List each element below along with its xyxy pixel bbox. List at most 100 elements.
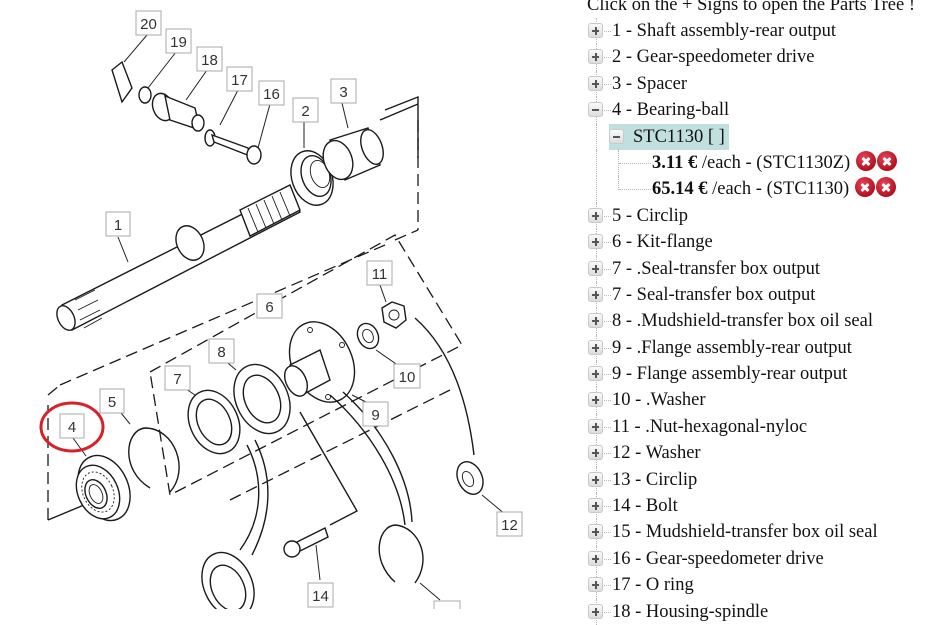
callout-1[interactable]: 1 [105, 211, 131, 237]
callout-4[interactable]: 4 [59, 413, 85, 439]
collapse-icon[interactable] [609, 128, 624, 144]
tree-item[interactable]: 3 - Spacer [587, 70, 943, 98]
tree-item-label[interactable]: 6 - Kit-flange [612, 232, 713, 253]
tree-subitem[interactable]: STC1130 [ ] [587, 123, 943, 150]
tree-item-label[interactable]: 10 - .Washer [612, 390, 706, 411]
tree-item-label[interactable]: 15 - Mudshield-transfer box oil seal [612, 522, 878, 543]
expand-icon[interactable] [588, 260, 603, 276]
tree-connector [597, 479, 611, 481]
tree-item[interactable]: 2 - Gear-speedometer drive [587, 44, 943, 71]
callout-10[interactable]: 10 [393, 363, 421, 389]
callout-17[interactable]: 17 [226, 66, 253, 92]
tree-item[interactable]: 6 - Kit-flange [587, 229, 943, 256]
outline-corner [47, 384, 61, 396]
tree-item-label[interactable]: 2 - Gear-speedometer drive [612, 47, 815, 68]
tree-item[interactable]: 9 - Flange assembly-rear output [587, 361, 943, 388]
part-seal-7 [187, 389, 241, 455]
tree-item[interactable]: 4 - Bearing-ball [587, 97, 943, 124]
tree-item[interactable]: 7 - .Seal-transfer box output [587, 255, 943, 282]
expand-icon[interactable] [588, 23, 603, 38]
callout-7[interactable]: 7 [164, 365, 191, 391]
tree-connector [618, 176, 619, 191]
tree-item-label[interactable]: 9 - .Flange assembly-rear output [612, 337, 852, 358]
tree-item-label[interactable]: 7 - .Seal-transfer box output [612, 258, 821, 279]
expand-icon[interactable] [588, 524, 603, 540]
callout-11[interactable]: 11 [366, 260, 393, 286]
tree-item[interactable]: 1 - Shaft assembly-rear output [587, 18, 943, 45]
expand-icon[interactable] [588, 471, 603, 487]
expand-icon[interactable] [588, 550, 603, 566]
part-number-label[interactable]: STC1130 [ ] [633, 126, 725, 147]
tree-item[interactable]: 17 - O ring [587, 572, 943, 599]
tree-item-label[interactable]: 9 - Flange assembly-rear output [612, 364, 848, 385]
tree-item-label[interactable]: 7 - Seal-transfer box output [612, 284, 816, 305]
callout-12[interactable]: 12 [496, 511, 523, 537]
callout-6[interactable]: 6 [256, 293, 283, 319]
tree-item-label[interactable]: 5 - Circlip [612, 205, 689, 226]
callout-8[interactable]: 8 [208, 338, 235, 364]
tree-item[interactable]: 15 - Mudshield-transfer box oil seal [587, 519, 943, 546]
remove-icon[interactable] [854, 177, 875, 198]
tree-item[interactable]: 10 - .Washer [587, 387, 943, 414]
remove-icon[interactable] [876, 150, 897, 171]
expand-icon[interactable] [588, 392, 603, 408]
tree-item-label[interactable]: 1 - Shaft assembly-rear output [612, 21, 836, 41]
tree-item[interactable]: 9 - .Flange assembly-rear output [587, 334, 943, 362]
callout-16[interactable]: 16 [258, 80, 285, 106]
tree-item-label[interactable]: 13 - Circlip [612, 469, 698, 490]
tree-item-label[interactable]: 16 - Gear-speedometer drive [612, 548, 824, 569]
tree-connector [597, 400, 611, 402]
expand-icon[interactable] [588, 577, 603, 593]
path-arc-4 [239, 444, 260, 551]
tree-item[interactable]: 7 - Seal-transfer box output [587, 281, 943, 309]
callout-3[interactable]: 3 [330, 78, 357, 104]
expand-icon[interactable] [588, 339, 603, 355]
tree-item[interactable]: 16 - Gear-speedometer drive [587, 545, 943, 573]
tree-item-label[interactable]: 8 - .Mudshield-transfer box oil seal [612, 311, 873, 332]
callout-9[interactable]: 9 [362, 401, 389, 427]
part-speedo-assembly [111, 60, 262, 165]
tree-item[interactable]: 11 - .Nut-hexagonal-nyloc [587, 413, 943, 441]
callout-19[interactable]: 19 [165, 28, 192, 54]
expand-icon[interactable] [588, 75, 603, 91]
expand-icon[interactable] [588, 498, 603, 514]
expand-icon[interactable] [588, 286, 603, 302]
tree-item-label[interactable]: 11 - .Nut-hexagonal-nyloc [612, 416, 808, 437]
part-bolt-14 [283, 527, 329, 558]
tree-item-label[interactable]: 4 - Bearing-ball [612, 100, 730, 121]
svg-text:5: 5 [108, 394, 116, 411]
leader-lines [72, 34, 507, 601]
collapse-icon[interactable] [588, 102, 603, 118]
tree-item[interactable]: 13 - Circlip [587, 466, 943, 494]
tree-item-label[interactable]: 18 - Housing-spindle [612, 601, 769, 622]
expand-icon[interactable] [588, 313, 603, 329]
tree-item[interactable]: 5 - Circlip [587, 202, 943, 230]
tree-item-label[interactable]: 14 - Bolt [612, 496, 678, 517]
expand-icon[interactable] [588, 49, 603, 65]
callout-14[interactable]: 14 [307, 582, 334, 608]
parts-tree: Click on the + Signs to open the Parts T… [587, 0, 943, 625]
expand-icon[interactable] [588, 445, 603, 461]
callout-2[interactable]: 2 [292, 97, 319, 123]
expand-icon[interactable] [588, 366, 603, 382]
expand-icon[interactable] [588, 207, 603, 223]
part-code: (STC1130) [766, 179, 850, 200]
callout-18[interactable]: 18 [196, 46, 223, 72]
remove-icon[interactable] [875, 177, 896, 198]
remove-icon[interactable] [855, 150, 876, 171]
tree-item[interactable]: 8 - .Mudshield-transfer box oil seal [587, 308, 943, 335]
tree-item-label[interactable]: 3 - Spacer [612, 73, 687, 94]
expand-icon[interactable] [588, 603, 603, 619]
expand-icon[interactable] [588, 234, 603, 250]
expand-icon[interactable] [588, 418, 603, 434]
tree-connector [619, 162, 651, 164]
part-code: (STC1130Z) [756, 152, 851, 173]
tree-item-label[interactable]: 17 - O ring [612, 575, 694, 596]
tree-item[interactable]: 14 - Bolt [587, 493, 943, 520]
callout-20[interactable]: 20 [135, 10, 162, 36]
tree-item-label[interactable]: 12 - Washer [612, 443, 701, 464]
tree-item[interactable]: 18 - Housing-spindle [587, 598, 943, 625]
tree-item[interactable]: 12 - Washer [587, 440, 943, 467]
tree-connector [597, 585, 611, 587]
callout-5[interactable]: 5 [99, 388, 125, 414]
